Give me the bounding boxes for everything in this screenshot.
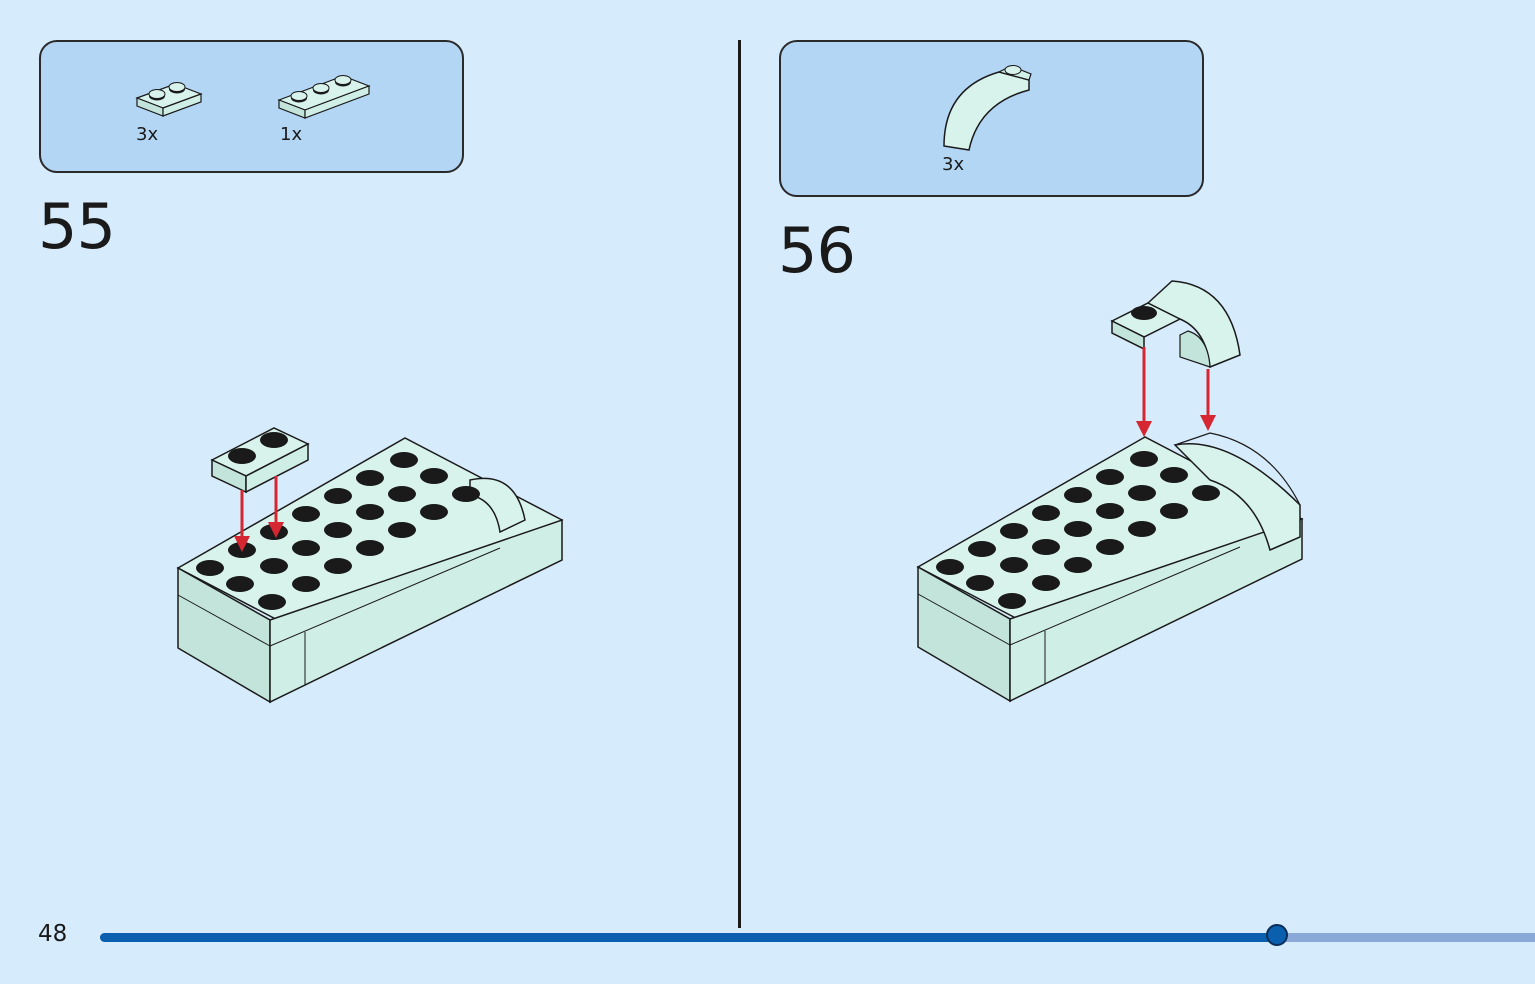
progress-knob[interactable] <box>1266 924 1288 946</box>
assembly-step-56 <box>916 280 1304 703</box>
plate-1x3-icon <box>277 75 371 119</box>
parts-list-step-55: 3x 1x <box>39 40 464 173</box>
progress-fill <box>100 933 1277 942</box>
part-quantity: 1x <box>280 124 303 145</box>
arrow-down-icon <box>1136 347 1216 437</box>
plate-1x2-icon <box>135 82 203 117</box>
part-quantity: 3x <box>136 124 159 145</box>
curved-arch-brick-icon <box>943 65 1032 151</box>
page-number: 48 <box>38 921 68 947</box>
step-number: 56 <box>778 214 856 287</box>
step-divider <box>738 40 741 928</box>
arrow-down-icon <box>234 476 284 552</box>
progress-track <box>100 933 1535 942</box>
step-number: 55 <box>38 190 116 263</box>
assembly-step-55 <box>176 427 564 704</box>
parts-list-step-56: 3x <box>779 40 1204 197</box>
part-quantity: 3x <box>942 154 965 175</box>
